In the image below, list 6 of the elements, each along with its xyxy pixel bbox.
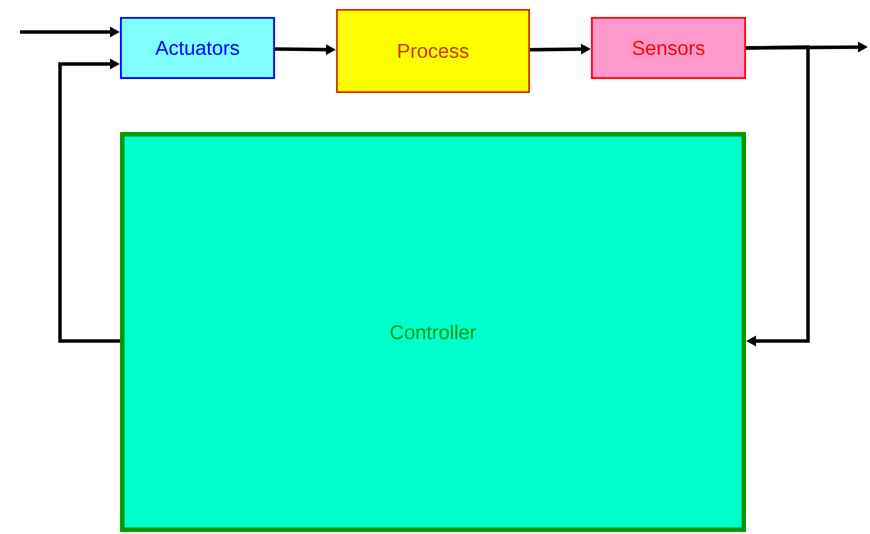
process-box: Sensors bbox=[591, 16, 746, 79]
controller-box: Controller bbox=[120, 132, 746, 532]
connector-line bbox=[746, 45, 810, 346]
process-box: Actuators bbox=[120, 16, 275, 79]
process-box: Process bbox=[336, 9, 530, 93]
connector-line bbox=[58, 58, 120, 343]
